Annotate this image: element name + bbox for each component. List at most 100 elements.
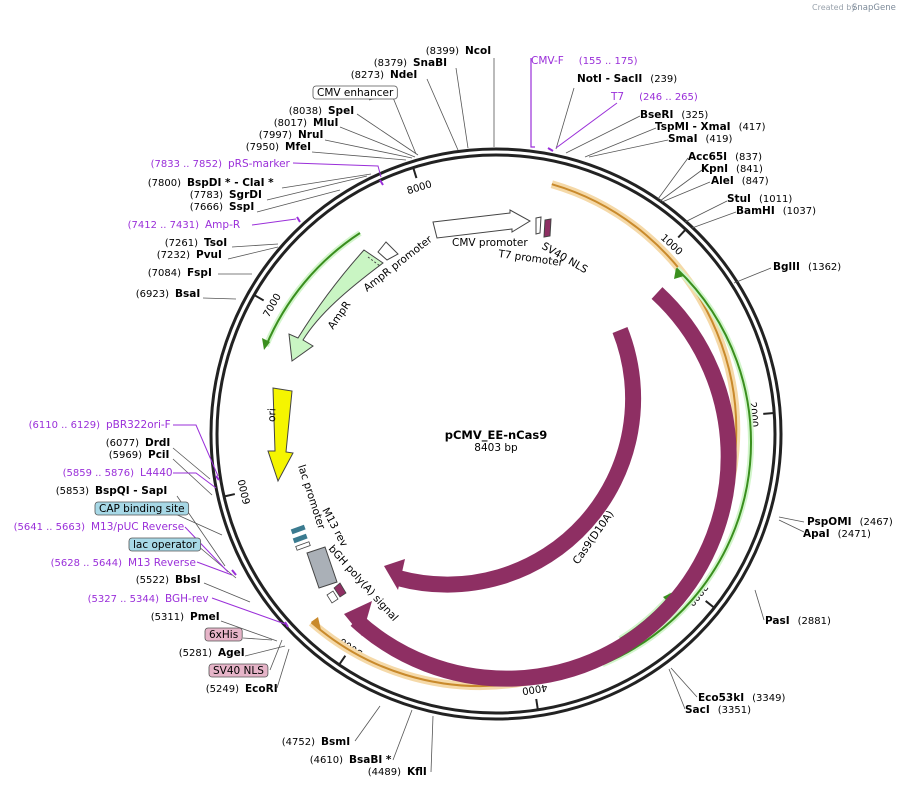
- primer-m13-mark: [231, 569, 237, 576]
- enzyme-site-36-pos: (2881): [798, 616, 831, 627]
- enzyme-site-33-pos: (1362): [808, 262, 841, 273]
- sv40-nls-mark-2: [333, 582, 347, 598]
- tick-mark: [763, 412, 775, 415]
- enzyme-leaders: [161, 58, 805, 773]
- tick-mark: [677, 228, 687, 239]
- enzyme-site-33-name: BglII: [773, 261, 800, 273]
- enzyme-site-34-name: PspOMI: [807, 516, 852, 528]
- enzyme-site-0-name: NcoI: [465, 45, 491, 57]
- primer-4-name: pBR322ori-F: [106, 419, 171, 431]
- tick-mark: [535, 698, 539, 710]
- enzyme-site-5-pos: (7997): [259, 130, 292, 141]
- boxed-feature-4-label: SV40 NLS: [213, 665, 264, 677]
- sixhis-mark: [326, 590, 339, 604]
- enzyme-site-17-pos: (5522): [136, 575, 169, 586]
- cas9-label: Cas9: [639, 576, 665, 603]
- primer-pbr322ori-mark: [215, 475, 220, 481]
- enzyme-site-32-pos: (1037): [783, 206, 816, 217]
- boxed-feature-3-label: 6xHis: [209, 629, 238, 641]
- enzyme-site-3-pos: (8038): [289, 106, 322, 117]
- enzyme-site-7-pos: (7800): [148, 178, 181, 189]
- primer-t7-mark: [547, 147, 554, 152]
- enzyme-site-3-name: SpeI: [328, 105, 354, 117]
- enzyme-site-8-name: SgrDI: [229, 189, 262, 201]
- enzyme-site-6-pos: (7950): [246, 142, 279, 153]
- cap-binding-site-mark: [290, 524, 306, 535]
- enzyme-site-15-name: PciI: [148, 449, 169, 461]
- primer-8-name: BGH-rev: [165, 593, 209, 605]
- enzyme-site-21-pos: (4752): [282, 737, 315, 748]
- enzyme-site-27-name: SmaI: [668, 133, 698, 145]
- enzyme-site-12-name: FspI: [187, 267, 212, 279]
- tick-mark: [223, 493, 236, 498]
- enzyme-site-7-name: BspDI * - ClaI *: [187, 177, 274, 189]
- tick-mark: [705, 600, 715, 609]
- enzyme-site-22-name: BsaBI *: [349, 754, 392, 766]
- enzyme-site-5-name: NruI: [298, 129, 323, 141]
- tick-mark: [253, 294, 265, 302]
- enzyme-site-38-name: SacI: [685, 704, 710, 716]
- enzyme-site-1-name: SnaBI: [413, 57, 447, 69]
- enzyme-site-16-pos: (5853): [56, 486, 89, 497]
- primer-5-range: (5859 .. 5876): [63, 468, 135, 479]
- cas9-d10a-arrowhead: [384, 559, 405, 590]
- enzyme-site-24-name: NotI - SacII: [577, 73, 642, 85]
- boxed-feature-0-label: CMV enhancer: [317, 87, 394, 99]
- enzyme-site-14-pos: (6077): [106, 438, 139, 449]
- enzyme-site-19-pos: (5281): [179, 648, 212, 659]
- enzyme-site-37-pos: (3349): [752, 693, 785, 704]
- tick-label: 6000: [237, 478, 253, 505]
- primer-3-range: (7412 .. 7431): [128, 220, 200, 231]
- enzyme-site-25-pos: (325): [681, 110, 708, 121]
- t7-promoter-arrow: [535, 216, 542, 235]
- enzyme-site-38-pos: (3351): [718, 705, 751, 716]
- sv40-nls-arrow: [543, 218, 552, 238]
- bgh-polya-box: [306, 546, 338, 589]
- enzyme-site-31-pos: (1011): [759, 194, 792, 205]
- orf-orange-arrowhead: [311, 617, 321, 630]
- enzyme-site-11-name: PvuI: [196, 249, 222, 261]
- enzyme-site-30-pos: (847): [742, 176, 769, 187]
- enzyme-site-29-pos: (841): [736, 164, 763, 175]
- enzyme-site-34-pos: (2467): [860, 517, 893, 528]
- lac-promoter-label: lac promoter: [295, 463, 327, 531]
- enzyme-site-13-name: BsaI: [175, 288, 200, 300]
- enzyme-site-29-name: KpnI: [701, 163, 728, 175]
- enzyme-site-25-name: BseRI: [640, 109, 673, 121]
- ampr-promoter-arrow: [377, 241, 399, 261]
- enzyme-site-28-name: Acc65I: [688, 151, 727, 163]
- enzyme-site-26-name: TspMI - XmaI: [655, 121, 731, 133]
- orf-green-3-arrowhead: [262, 338, 270, 350]
- primer-2-name: pRS-marker: [228, 158, 291, 170]
- primer-6-range: (5641 .. 5663): [14, 522, 86, 533]
- cas9-arrowhead: [344, 601, 372, 636]
- labels: NcoI(8399)SnaBI(8379)NdeI(8273)SpeI(8038…: [14, 45, 893, 778]
- enzyme-site-23-pos: (4489): [368, 767, 401, 778]
- cas9-feature: [350, 287, 737, 687]
- primer-prs-marker-mark: [379, 179, 384, 186]
- orf-green-1: [602, 267, 753, 666]
- primer-4-range: (6110 .. 6129): [29, 420, 101, 431]
- boxed-feature-4-box: [208, 663, 269, 678]
- lac-operator-mark: [292, 533, 308, 544]
- cmv-promoter-label: CMV promoter: [452, 237, 528, 249]
- enzyme-site-35-pos: (2471): [838, 529, 871, 540]
- primer-1-name: T7: [610, 91, 624, 103]
- enzyme-site-24-pos: (239): [650, 74, 677, 85]
- primer-cmv-f-mark: [530, 58, 535, 148]
- backbone-outer: [209, 147, 783, 721]
- enzyme-site-1-pos: (8379): [374, 58, 407, 69]
- lac-promoter-mark: [295, 541, 311, 551]
- tick-label: 8000: [406, 179, 434, 197]
- boxed-feature-3-box: [204, 627, 243, 642]
- enzyme-site-30-name: AleI: [711, 175, 734, 187]
- snapgene-logo-text: SnapGene: [852, 3, 896, 13]
- enzyme-site-22-pos: (4610): [310, 755, 343, 766]
- enzyme-site-15-pos: (5969): [109, 450, 142, 461]
- orf-green-1-arrowhead: [674, 268, 684, 279]
- primer-3-name: Amp-R: [205, 219, 240, 231]
- primer-bgh-rev-mark: [284, 621, 289, 628]
- ampr-arrow: [288, 249, 384, 362]
- enzyme-site-18-pos: (5311): [151, 612, 184, 623]
